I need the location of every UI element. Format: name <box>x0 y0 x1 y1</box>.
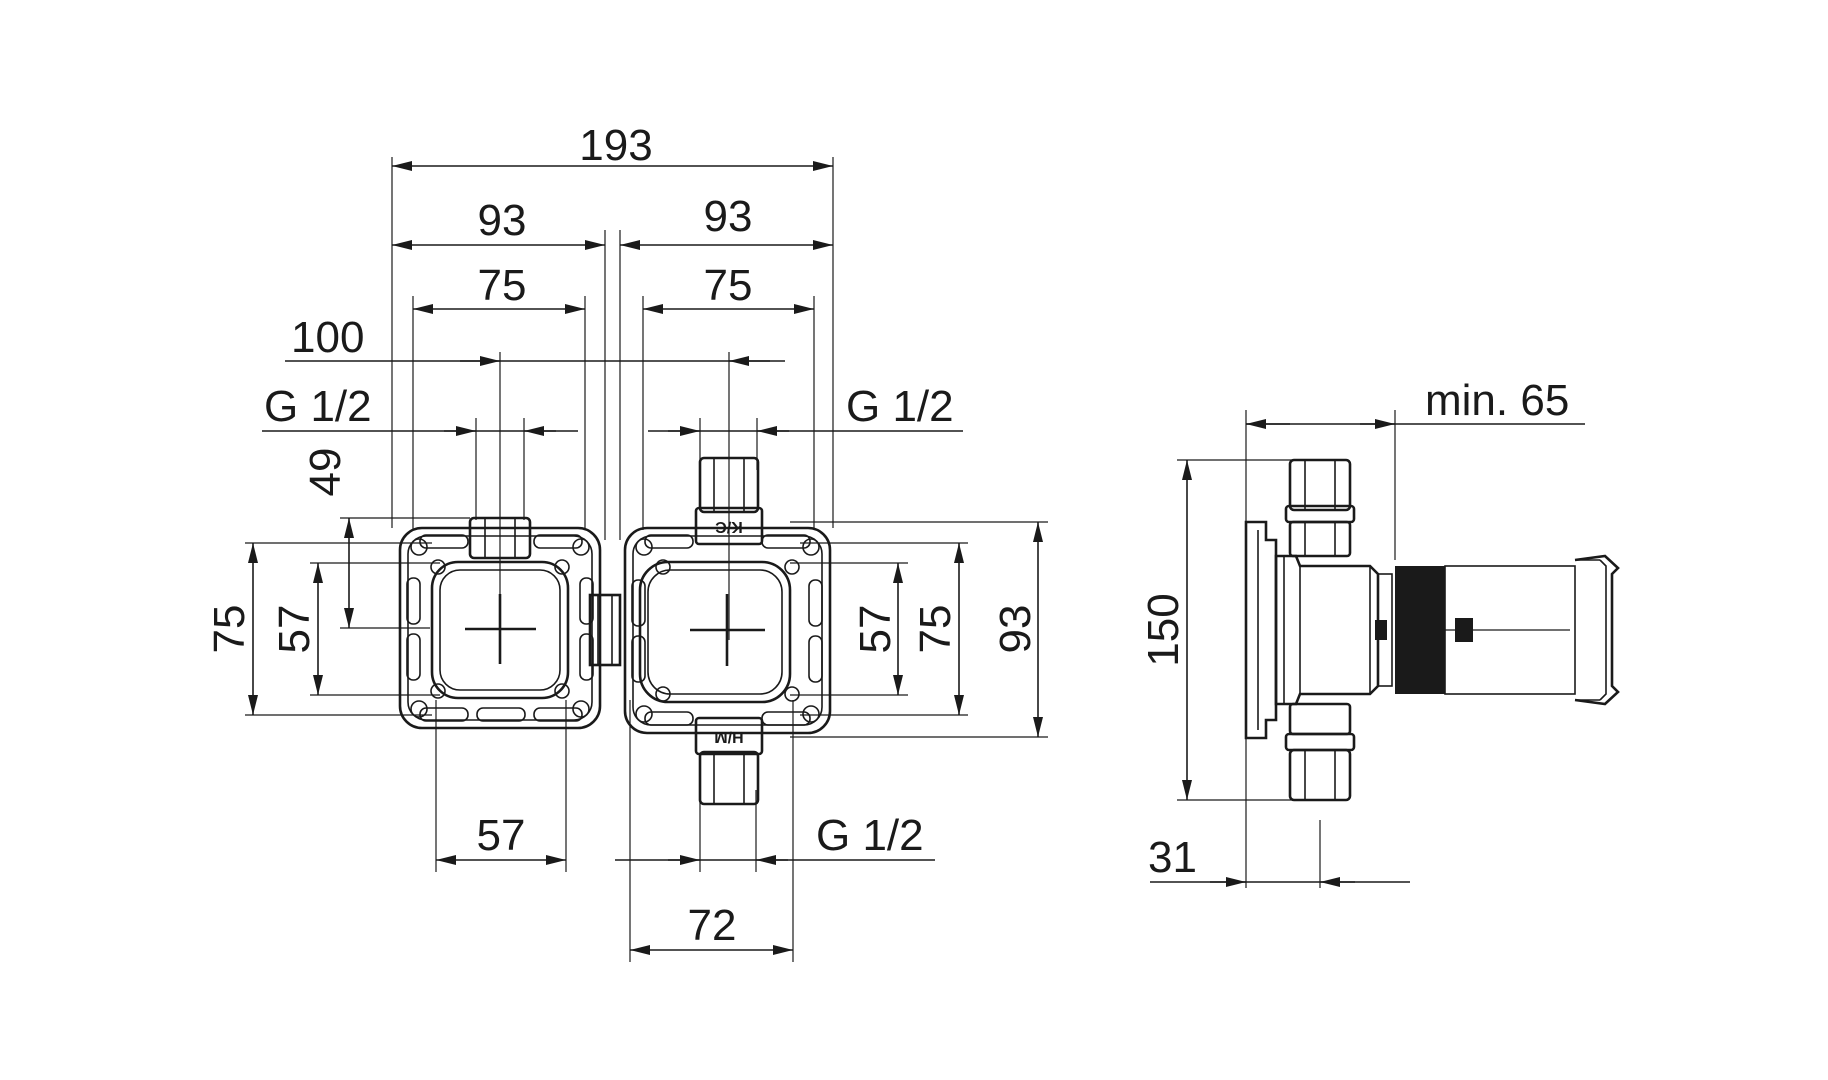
side-extension-lines <box>1177 410 1396 888</box>
left-valve-body <box>398 516 602 730</box>
hot-inlet: H/M <box>694 716 764 806</box>
threaded-section <box>1395 566 1445 694</box>
label-75-left-vertical: 75 <box>205 605 254 654</box>
label-150: 150 <box>1139 593 1188 666</box>
label-31: 31 <box>1148 833 1197 882</box>
label-75-right-vertical: 75 <box>911 605 960 654</box>
extension-sleeve <box>1375 554 1620 706</box>
left-top-inlet <box>468 516 532 560</box>
label-72: 72 <box>688 901 737 950</box>
right-valve-body: K/C H/M <box>623 456 832 806</box>
dimension-labels: 193 93 93 75 75 100 G 1/2 G 1/2 49 75 57… <box>205 121 1040 950</box>
side-bottom-fitting <box>1284 702 1356 802</box>
label-g12-top-right: G 1/2 <box>846 382 954 431</box>
side-dimension-labels: min. 65 150 31 <box>1139 376 1569 882</box>
center-connector <box>588 593 622 667</box>
label-75-right: 75 <box>704 261 753 310</box>
label-57-left-vertical: 57 <box>270 605 319 654</box>
label-75-left: 75 <box>478 261 527 310</box>
side-valve-body <box>1274 554 1380 706</box>
mounting-flange <box>1244 520 1278 740</box>
label-100: 100 <box>291 313 364 362</box>
dimension-lines <box>248 161 1043 955</box>
side-view: min. 65 150 31 <box>1139 376 1620 888</box>
label-57-bottom: 57 <box>477 811 526 860</box>
side-dimension-lines <box>1150 419 1585 887</box>
cold-inlet: K/C <box>694 456 764 546</box>
front-view: 193 93 93 75 75 100 G 1/2 G 1/2 49 75 57… <box>205 121 1048 962</box>
label-57-right-vertical: 57 <box>851 605 900 654</box>
label-49: 49 <box>301 448 350 497</box>
cold-port-label: K/C <box>715 518 743 535</box>
label-93-left: 93 <box>478 196 527 245</box>
label-193: 193 <box>579 121 652 170</box>
label-g12-bottom: G 1/2 <box>816 811 924 860</box>
label-min65: min. 65 <box>1425 376 1569 425</box>
label-93-vertical: 93 <box>991 605 1040 654</box>
side-top-fitting <box>1284 458 1356 558</box>
extension-lines-vertical <box>391 157 834 962</box>
hot-port-label: H/M <box>714 728 743 745</box>
label-g12-top-left: G 1/2 <box>264 382 372 431</box>
label-93-right: 93 <box>704 192 753 241</box>
